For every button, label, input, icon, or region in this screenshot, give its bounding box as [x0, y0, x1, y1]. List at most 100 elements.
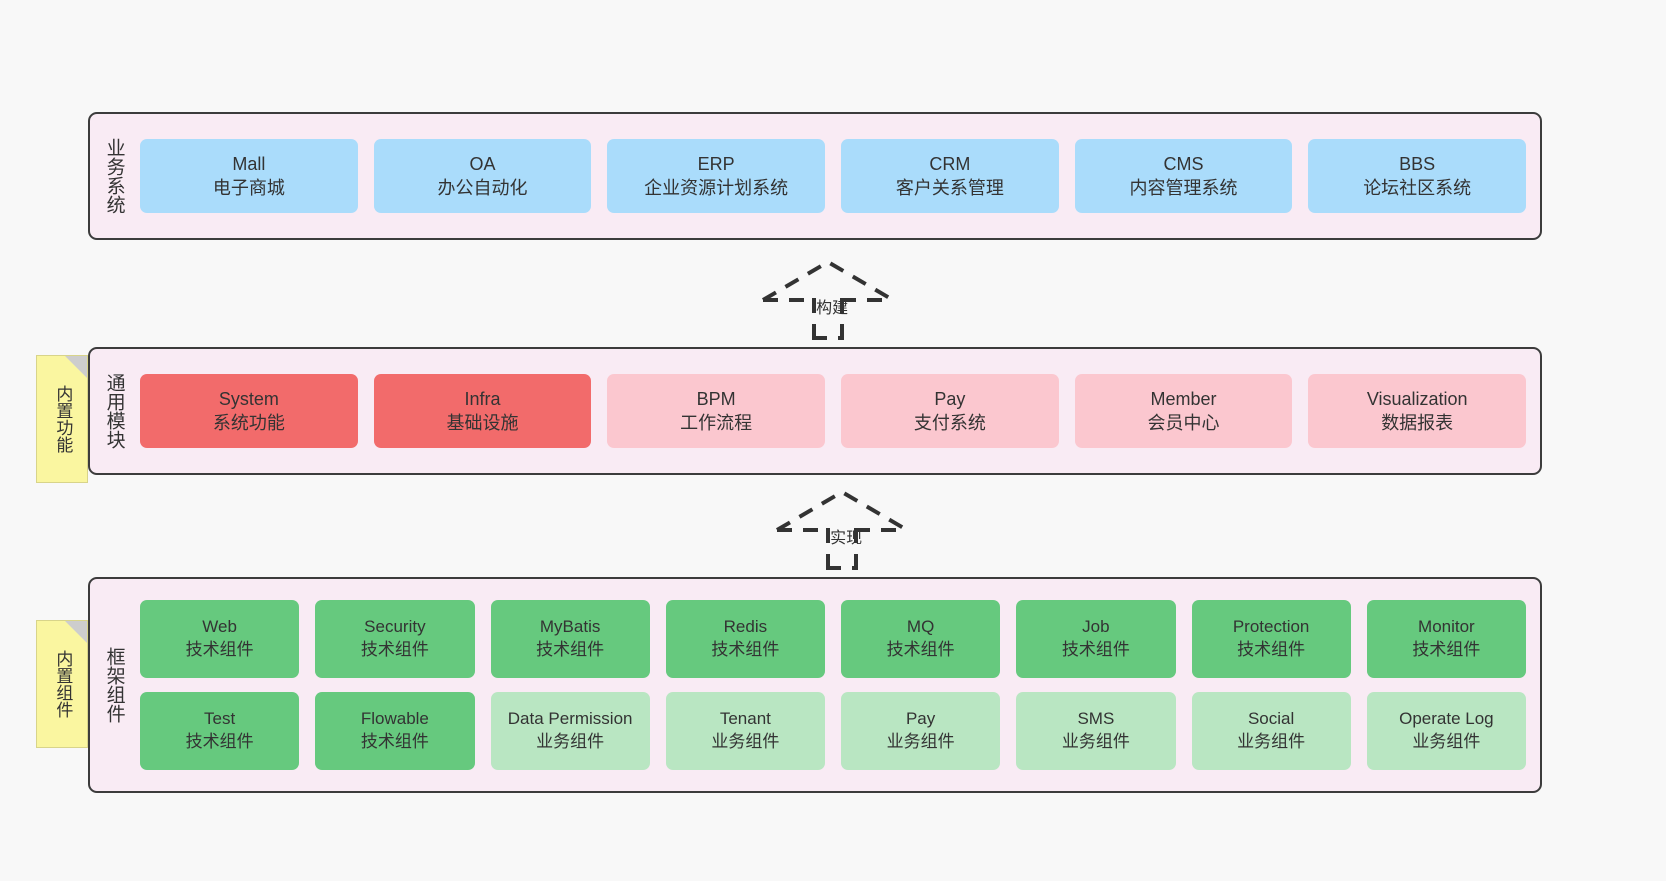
- card-redis[interactable]: Redis 技术组件: [665, 600, 825, 678]
- card-title-en: Member: [1150, 388, 1217, 409]
- note-builtin-function: 内置功能: [36, 355, 88, 483]
- arrow-label-implement: 实现: [830, 530, 863, 547]
- arrow-label-build: 构建: [816, 300, 849, 317]
- card-title-cn: 业务组件: [1412, 732, 1481, 751]
- note-label: 内置组件: [53, 650, 73, 718]
- folded-corner-icon: [65, 356, 87, 378]
- layer-common-module: 通用模块 System 系统功能 Infra 基础设施 BPM 工作流程 Pay…: [88, 347, 1542, 475]
- card-bpm[interactable]: BPM 工作流程: [607, 374, 826, 448]
- card-oa[interactable]: OA 办公自动化: [373, 139, 592, 213]
- card-security[interactable]: Security 技术组件: [315, 600, 475, 678]
- card-mq[interactable]: MQ 技术组件: [841, 600, 1001, 678]
- card-visualization[interactable]: Visualization 数据报表: [1308, 374, 1527, 448]
- card-title-en: CRM: [929, 153, 971, 174]
- card-title-cn: 办公自动化: [437, 178, 528, 198]
- card-title-en: ERP: [697, 153, 735, 174]
- card-row: Web 技术组件 Security 技术组件 MyBatis 技术组件 Redi…: [140, 600, 1526, 678]
- layer-title-framework-component: 框架组件: [103, 647, 125, 723]
- card-title-en: Tenant: [719, 709, 771, 729]
- card-pay[interactable]: Pay 支付系统: [841, 374, 1059, 448]
- card-test[interactable]: Test 技术组件: [140, 692, 300, 770]
- card-title-en: MQ: [906, 617, 935, 637]
- card-title-cn: 论坛社区系统: [1363, 178, 1472, 198]
- layer-title-business-system: 业务系统: [103, 138, 125, 214]
- card-title-cn: 技术组件: [1237, 640, 1306, 659]
- card-title-cn: 工作流程: [680, 413, 753, 433]
- card-title-cn: 客户关系管理: [895, 178, 1004, 198]
- card-title-en: System: [218, 388, 279, 409]
- card-flowable[interactable]: Flowable 技术组件: [315, 692, 475, 770]
- card-social[interactable]: Social 业务组件: [1191, 692, 1351, 770]
- card-title-cn: 企业资源计划系统: [644, 178, 789, 198]
- card-mybatis[interactable]: MyBatis 技术组件: [490, 600, 650, 678]
- card-bbs[interactable]: BBS 论坛社区系统: [1308, 139, 1527, 213]
- card-title-en: CMS: [1163, 153, 1204, 174]
- card-title-cn: 业务组件: [1061, 732, 1130, 751]
- card-title-en: Visualization: [1366, 388, 1468, 409]
- card-job[interactable]: Job 技术组件: [1016, 600, 1176, 678]
- card-title-en: Mall: [232, 153, 266, 174]
- card-title-cn: 业务组件: [886, 732, 955, 751]
- card-title-en: SMS: [1077, 709, 1115, 729]
- card-crm[interactable]: CRM 客户关系管理: [841, 139, 1059, 213]
- card-title-en: Test: [204, 709, 236, 729]
- card-title-cn: 技术组件: [886, 640, 955, 659]
- layer-body-framework-component: Web 技术组件 Security 技术组件 MyBatis 技术组件 Redi…: [138, 579, 1540, 791]
- card-title-en: Job: [1082, 617, 1110, 637]
- card-title-en: Pay: [934, 388, 966, 409]
- card-monitor[interactable]: Monitor 技术组件: [1366, 600, 1526, 678]
- layer-title-common-module: 通用模块: [103, 373, 125, 449]
- dashed-hollow-arrow-icon: [775, 489, 909, 570]
- card-title-en: BPM: [696, 388, 736, 409]
- card-title-cn: 技术组件: [536, 640, 605, 659]
- card-title-cn: 技术组件: [711, 640, 780, 659]
- card-title-cn: 技术组件: [185, 640, 254, 659]
- layer-business-system: 业务系统 Mall 电子商城 OA 办公自动化 ERP 企业资源计划系统 CRM…: [88, 112, 1542, 240]
- card-erp[interactable]: ERP 企业资源计划系统: [607, 139, 826, 213]
- card-title-cn: 数据报表: [1381, 413, 1454, 433]
- card-protection[interactable]: Protection 技术组件: [1191, 600, 1351, 678]
- dashed-hollow-arrow-icon: [761, 259, 895, 340]
- card-title-cn: 技术组件: [1412, 640, 1481, 659]
- card-title-en: MyBatis: [539, 617, 601, 637]
- card-system[interactable]: System 系统功能: [140, 374, 358, 448]
- card-title-en: Flowable: [360, 709, 429, 729]
- folded-corner-icon: [65, 621, 87, 643]
- layer-body-business-system: Mall 电子商城 OA 办公自动化 ERP 企业资源计划系统 CRM 客户关系…: [138, 114, 1540, 238]
- card-title-en: Redis: [723, 617, 768, 637]
- card-data-permission[interactable]: Data Permission 业务组件: [490, 692, 650, 770]
- card-title-en: Monitor: [1418, 617, 1475, 637]
- card-cms[interactable]: CMS 内容管理系统: [1074, 139, 1293, 213]
- card-title-cn: 技术组件: [360, 640, 429, 659]
- card-title-cn: 技术组件: [185, 732, 254, 751]
- card-web[interactable]: Web 技术组件: [140, 600, 300, 678]
- card-row: System 系统功能 Infra 基础设施 BPM 工作流程 Pay 支付系统…: [140, 374, 1527, 448]
- card-title-cn: 电子商城: [212, 178, 285, 198]
- arrow-build: 构建: [758, 258, 898, 340]
- card-row: Mall 电子商城 OA 办公自动化 ERP 企业资源计划系统 CRM 客户关系…: [140, 139, 1527, 213]
- card-title-en: Protection: [1232, 617, 1310, 637]
- card-member[interactable]: Member 会员中心: [1074, 374, 1293, 448]
- card-title-cn: 内容管理系统: [1129, 178, 1238, 198]
- card-operate-log[interactable]: Operate Log 业务组件: [1366, 692, 1526, 770]
- card-title-en: Pay: [905, 709, 936, 729]
- card-title-cn: 支付系统: [913, 413, 986, 433]
- card-title-en: Data Permission: [507, 709, 633, 729]
- card-title-cn: 业务组件: [536, 732, 605, 751]
- card-infra[interactable]: Infra 基础设施: [373, 374, 592, 448]
- card-title-en: Web: [202, 617, 237, 637]
- card-sms[interactable]: SMS 业务组件: [1016, 692, 1176, 770]
- card-title-en: Security: [364, 617, 426, 637]
- arrow-implement: 实现: [772, 488, 912, 570]
- card-title-cn: 系统功能: [212, 413, 285, 433]
- card-mall[interactable]: Mall 电子商城: [140, 139, 358, 213]
- card-title-en: BBS: [1399, 153, 1436, 174]
- note-builtin-component: 内置组件: [36, 620, 88, 748]
- card-title-en: Infra: [464, 388, 501, 409]
- card-title-cn: 技术组件: [1061, 640, 1130, 659]
- card-pay-business[interactable]: Pay 业务组件: [841, 692, 1001, 770]
- card-title-cn: 基础设施: [446, 413, 519, 433]
- card-tenant[interactable]: Tenant 业务组件: [665, 692, 825, 770]
- layer-framework-component: 框架组件 Web 技术组件 Security 技术组件 MyBatis 技术组件…: [88, 577, 1542, 793]
- layer-body-common-module: System 系统功能 Infra 基础设施 BPM 工作流程 Pay 支付系统…: [138, 349, 1540, 473]
